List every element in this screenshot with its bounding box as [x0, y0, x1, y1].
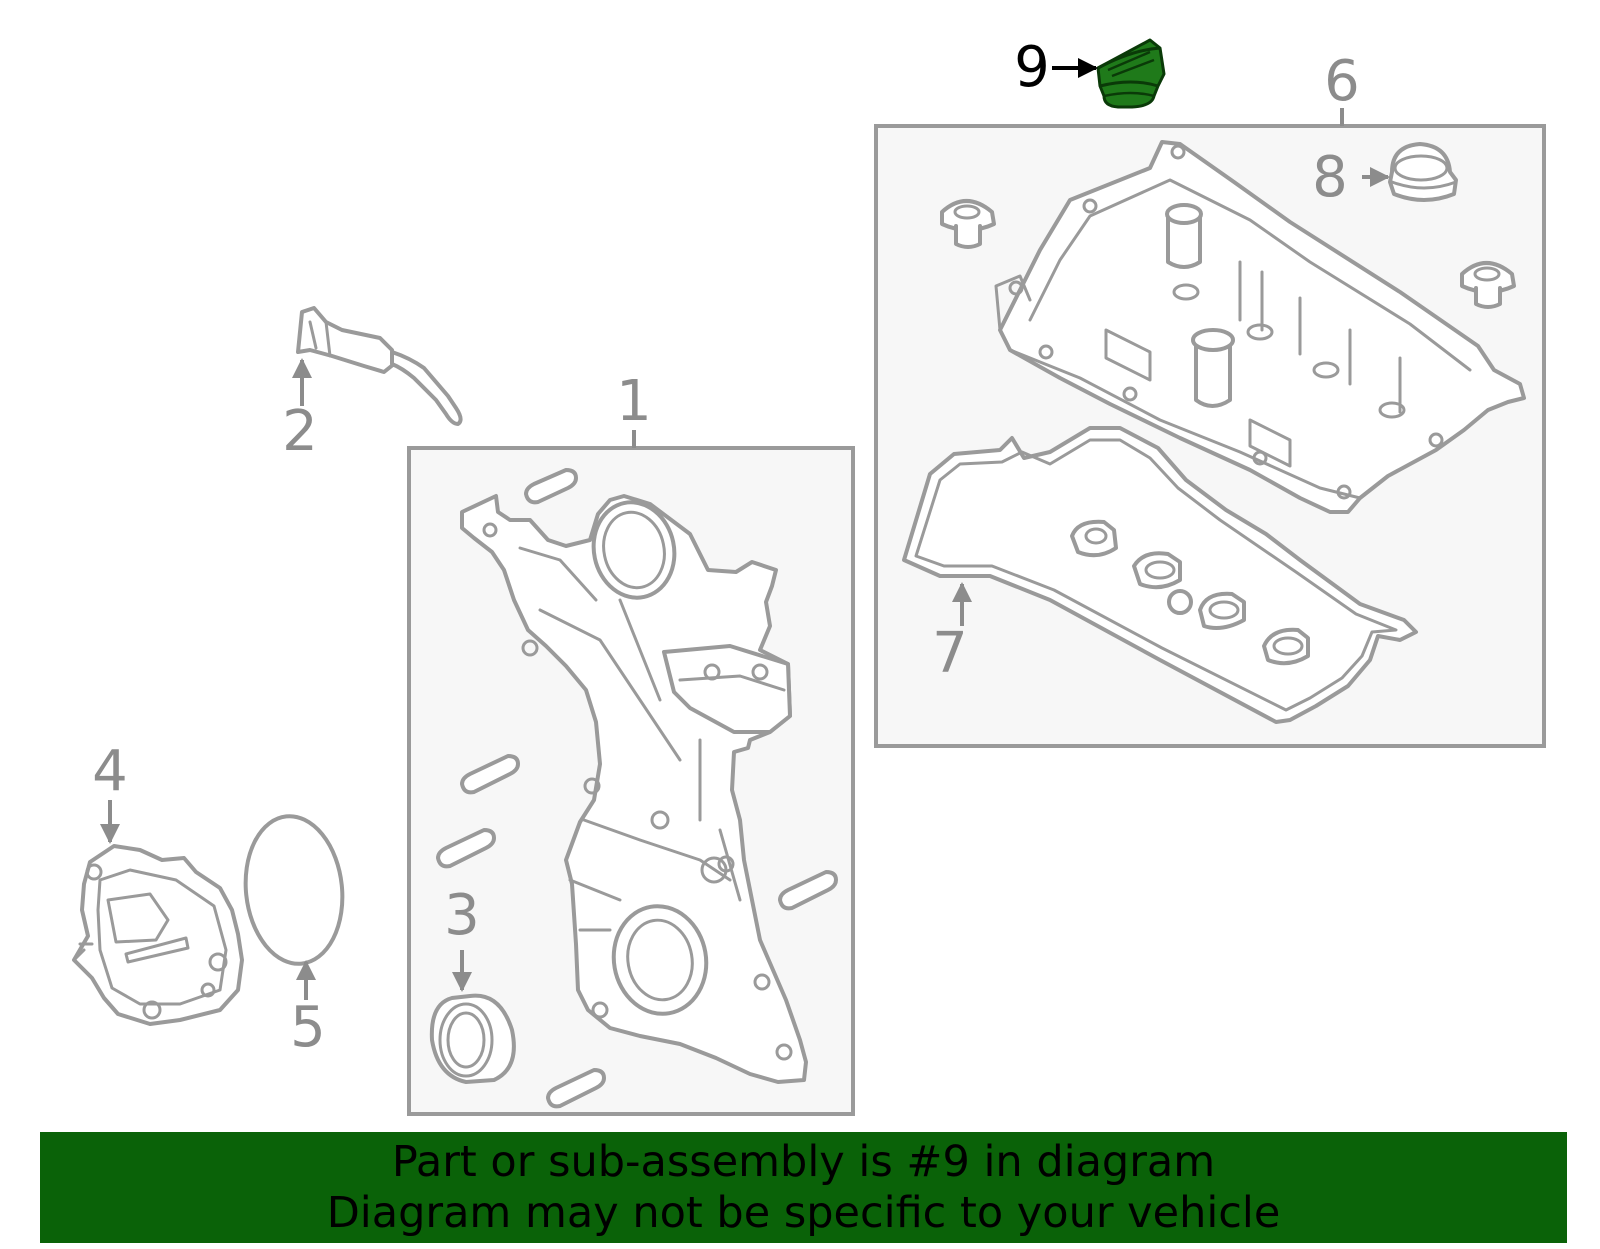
oil-filler-cap[interactable]: [1096, 38, 1166, 109]
info-banner: Part or sub-assembly is #9 in diagram Di…: [40, 1132, 1567, 1243]
callout-6: 6: [1324, 49, 1360, 114]
callout-3: 3: [444, 883, 480, 948]
callout-4: 4: [92, 739, 128, 804]
o-ring[interactable]: [239, 811, 350, 968]
dowel-pins: [436, 468, 838, 1109]
valve-cover[interactable]: [994, 140, 1526, 514]
callout-5: 5: [290, 995, 326, 1060]
callout-7: 7: [932, 621, 968, 686]
oil-dipstick[interactable]: [296, 306, 463, 426]
callout-2: 2: [282, 399, 318, 464]
callout-8: 8: [1312, 145, 1348, 210]
water-pump[interactable]: [72, 844, 244, 1026]
timing-cover[interactable]: [460, 494, 808, 1084]
seal-ring-8[interactable]: [1388, 142, 1458, 202]
banner-line-part-number: Part or sub-assembly is #9 in diagram: [391, 1136, 1216, 1187]
callout-9: 9: [1014, 35, 1050, 100]
banner-line-disclaimer: Diagram may not be specific to your vehi…: [326, 1187, 1281, 1238]
valve-cover-gasket[interactable]: [902, 426, 1418, 724]
crankshaft-seal[interactable]: [429, 993, 516, 1084]
grommet-right[interactable]: [1460, 261, 1516, 309]
callout-1: 1: [616, 369, 652, 434]
grommet-left[interactable]: [940, 199, 996, 249]
